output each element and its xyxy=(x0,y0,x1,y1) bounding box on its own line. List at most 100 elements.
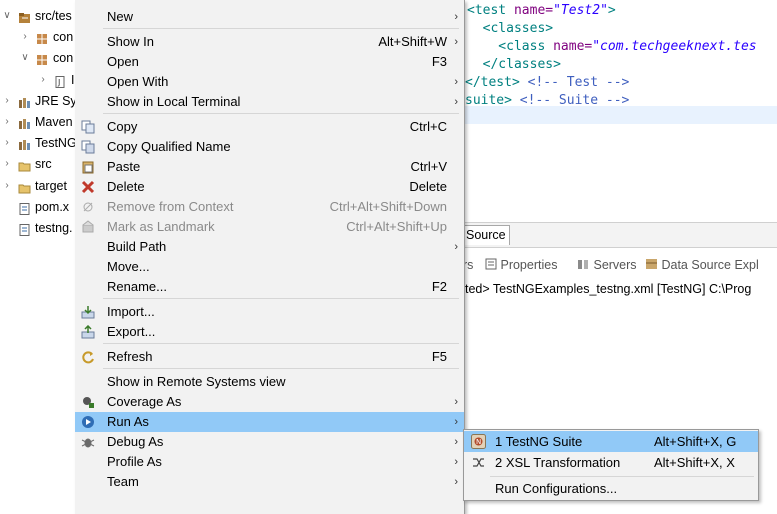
menu-item-label: Show In xyxy=(107,34,154,49)
paste-icon xyxy=(81,160,95,174)
submenu-separator xyxy=(490,476,754,477)
code-token: <classes> xyxy=(467,21,554,36)
menu-item-open-with[interactable]: Open With› xyxy=(75,72,464,92)
import-icon xyxy=(81,305,95,319)
menu-item-profile-as[interactable]: Profile As› xyxy=(75,452,464,472)
menu-item-export[interactable]: Export... xyxy=(75,322,464,342)
xml-file-icon xyxy=(18,201,31,215)
testng-icon: N xyxy=(471,434,486,449)
menu-item-label: Run As xyxy=(107,414,149,429)
svg-text:N: N xyxy=(476,438,481,446)
menu-item-shortcut: F5 xyxy=(431,349,447,364)
menu-item-label: Export... xyxy=(107,324,156,339)
code-line: suite> <!-- Suite --> xyxy=(465,92,629,110)
tree-item-label: target xyxy=(35,178,67,193)
chevron-down-icon[interactable]: ∨ xyxy=(21,52,29,64)
code-line: <test name="Test2"> xyxy=(467,2,616,20)
code-token: "com.techgeeknext.tes xyxy=(592,39,757,54)
menu-item-build-path[interactable]: Build Path› xyxy=(75,237,464,257)
xsl-transform-icon xyxy=(471,455,486,470)
menu-item-run-as[interactable]: Run As › xyxy=(75,412,464,432)
chevron-right-icon[interactable]: › xyxy=(5,94,9,106)
tab-partial[interactable]: rs xyxy=(463,258,474,272)
submenu-arrow-icon: › xyxy=(454,396,458,408)
code-token: <!-- Test --> xyxy=(527,75,630,90)
menu-item-label: Delete xyxy=(107,179,145,194)
library-icon xyxy=(18,95,31,108)
tree-item-label: src xyxy=(35,157,52,172)
xml-editor[interactable]: <test name="Test2"> <classes> <class nam… xyxy=(463,0,777,222)
menu-item-shortcut: Alt+Shift+W xyxy=(378,34,447,49)
menu-separator xyxy=(103,298,459,299)
data-source-icon xyxy=(646,259,657,269)
library-icon xyxy=(18,137,31,151)
tab-servers[interactable]: Servers xyxy=(577,258,637,272)
tab-data-source-label: Data Source Expl xyxy=(661,258,759,272)
svg-text:J: J xyxy=(57,78,60,87)
chevron-right-icon[interactable]: › xyxy=(5,137,9,149)
tab-data-source-explorer[interactable]: Data Source Expl xyxy=(645,258,759,272)
menu-item-label: Remove from Context xyxy=(107,199,234,214)
chevron-right-icon[interactable]: › xyxy=(23,31,27,43)
submenu-item-shortcut: Alt+Shift+X, G xyxy=(654,434,737,449)
code-line: <classes> xyxy=(467,20,553,38)
chevron-right-icon[interactable]: › xyxy=(5,158,9,170)
menu-item-rename[interactable]: Rename...F2 xyxy=(75,277,464,297)
menu-item-coverage-as[interactable]: Coverage As› xyxy=(75,392,464,412)
menu-item-team[interactable]: Team› xyxy=(75,472,464,492)
menu-item-copy-qualified-name[interactable]: Copy Qualified Name xyxy=(75,137,464,157)
tree-item-label: I xyxy=(71,72,75,87)
menu-item-label: Open With xyxy=(107,74,169,89)
tab-properties[interactable]: Properties xyxy=(485,258,557,272)
code-line: <class name="com.techgeeknext.tes xyxy=(467,38,757,56)
editor-tab-bar: Source xyxy=(463,222,777,248)
code-token: suite> xyxy=(465,93,520,108)
code-line: </test> <!-- Test --> xyxy=(465,74,629,92)
chevron-right-icon[interactable]: › xyxy=(5,179,9,191)
menu-item-label: Profile As xyxy=(107,454,162,469)
menu-item-label: Copy Qualified Name xyxy=(107,139,231,154)
menu-item-show-in[interactable]: Show In Alt+Shift+W › xyxy=(75,32,464,52)
chevron-right-icon[interactable]: › xyxy=(5,116,9,127)
tab-source[interactable]: Source xyxy=(463,225,510,245)
package-icon xyxy=(36,31,49,45)
menu-item-new[interactable]: New› xyxy=(75,7,464,27)
submenu-arrow-icon: › xyxy=(454,36,458,48)
xml-file-icon xyxy=(18,222,31,236)
submenu-arrow-icon: › xyxy=(454,416,458,428)
menu-item-show-in-local-terminal[interactable]: Show in Local Terminal› xyxy=(75,92,464,112)
code-token: <class xyxy=(467,39,554,54)
submenu-arrow-icon: › xyxy=(454,11,458,23)
servers-icon xyxy=(578,260,588,269)
menu-item-debug-as[interactable]: Debug As› xyxy=(75,432,464,452)
menu-item-import[interactable]: Import... xyxy=(75,302,464,322)
menu-item-move[interactable]: Move... xyxy=(75,257,464,277)
folder-icon xyxy=(18,158,31,172)
code-line: </classes> xyxy=(467,56,561,74)
submenu-arrow-icon: › xyxy=(454,241,458,253)
menu-item-show-in-remote-systems-view[interactable]: Show in Remote Systems view xyxy=(75,372,464,392)
code-token: "Test2" xyxy=(553,3,608,18)
menu-separator xyxy=(103,368,459,369)
tree-item-label: pom.x xyxy=(35,199,70,214)
menu-item-label: Rename... xyxy=(107,279,167,294)
chevron-right-icon[interactable]: › xyxy=(41,73,45,85)
code-token: name= xyxy=(513,3,554,18)
chevron-down-icon[interactable]: ∨ xyxy=(3,10,11,21)
export-icon xyxy=(81,324,95,339)
package-icon xyxy=(36,52,49,66)
menu-item-label: Debug As xyxy=(107,434,164,449)
submenu-item-run-configurations[interactable]: Run Configurations... xyxy=(464,478,758,499)
copy-icon xyxy=(81,120,95,134)
